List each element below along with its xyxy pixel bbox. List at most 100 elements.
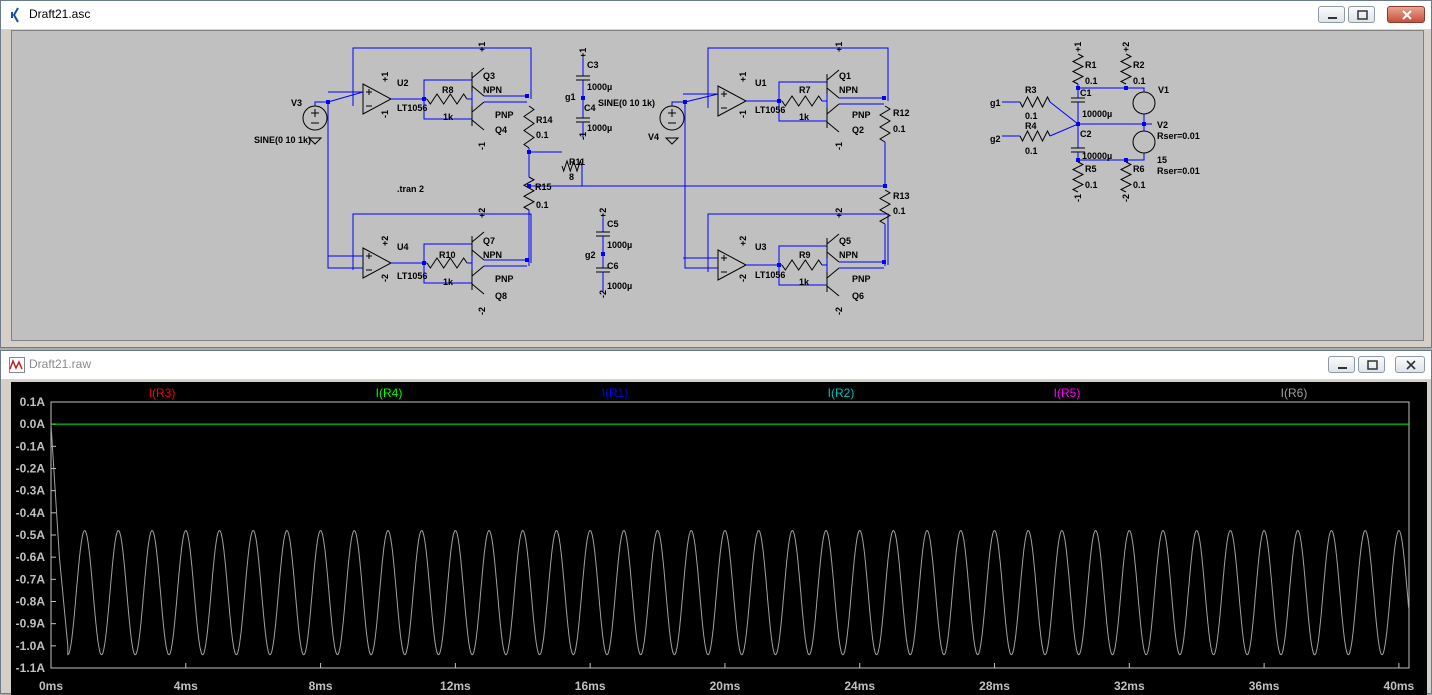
close-button[interactable]	[1387, 6, 1425, 23]
component-label: C3	[587, 60, 599, 70]
wire	[707, 213, 889, 272]
bjt-Q7-collector	[471, 231, 485, 243]
bjt-Q6-emitter	[826, 285, 840, 297]
x-tick-label: 8ms	[309, 679, 333, 693]
wire	[671, 101, 718, 269]
y-tick-label: -1.1A	[16, 661, 46, 675]
supply-pin-label: -1	[477, 142, 487, 150]
wire	[1126, 87, 1145, 92]
x-tick-label: 16ms	[575, 679, 606, 693]
plot-close-button[interactable]	[1395, 356, 1425, 373]
component-label: 0.1	[1133, 180, 1146, 190]
component-label: R7	[799, 85, 811, 95]
resistor-R5	[1071, 161, 1085, 193]
component-label: .tran 2	[397, 184, 424, 194]
supply-pin-label: +1	[380, 72, 390, 82]
resistor-R12	[879, 105, 891, 143]
component-label: g2	[990, 134, 1001, 144]
plot-titlebar[interactable]: Draft21.raw	[1, 351, 1431, 380]
component-label: SINE(0 10 1k)	[254, 135, 311, 145]
component-label: R4	[1025, 121, 1037, 131]
bjt-Q4-emitter	[471, 119, 485, 131]
component-label: V2	[1157, 120, 1168, 130]
x-tick-label: 24ms	[844, 679, 875, 693]
ltspice-schematic-icon	[11, 7, 19, 23]
schematic-titlebar[interactable]: Draft21.asc	[1, 1, 1431, 30]
supply-pin-label: +1	[477, 42, 487, 52]
component-label: R15	[535, 182, 552, 192]
component-label: LT1056	[755, 270, 785, 280]
waveform-plot[interactable]: 0.1A0.0A-0.1A-0.2A-0.3A-0.4A-0.5A-0.6A-0…	[11, 382, 1427, 695]
junction-dot	[1142, 122, 1146, 126]
component-label: g2	[585, 250, 596, 260]
supply-pin-label: +2	[834, 208, 844, 218]
y-tick-label: -0.3A	[16, 484, 46, 498]
component-label: SINE(0 10 1k)	[598, 98, 655, 108]
component-label: R1	[1085, 60, 1097, 70]
wire	[707, 47, 889, 108]
trace-label: I(R6)	[1281, 386, 1308, 400]
component-label: C6	[607, 261, 619, 271]
bjt-Q1-emitter	[826, 87, 840, 99]
supply-pin-label: -2	[380, 274, 390, 282]
resistor-R14	[523, 105, 535, 149]
supply-pin-label: +1	[834, 42, 844, 52]
bjt-Q5-collector	[826, 233, 840, 245]
plot-minimize-button[interactable]	[1328, 356, 1355, 373]
minimize-button[interactable]	[1318, 6, 1345, 23]
component-label: R3	[1025, 85, 1037, 95]
trace-label: I(R5)	[1054, 386, 1081, 400]
component-label: 1000µ	[607, 240, 632, 250]
wire	[1049, 101, 1079, 125]
resistor-R11	[561, 159, 583, 173]
component-label: 0.1	[1025, 146, 1038, 156]
wire	[1126, 153, 1145, 161]
schematic-title: Draft21.asc	[29, 7, 91, 21]
component-label: R14	[536, 115, 553, 125]
ground-symbol	[664, 137, 680, 145]
component-label: 1000µ	[587, 123, 612, 133]
junction-dot	[525, 258, 529, 262]
component-label: V4	[648, 132, 659, 142]
component-label: 0.1	[1085, 180, 1098, 190]
resistor-R13	[878, 189, 892, 225]
component-label: 8	[569, 172, 574, 182]
x-tick-label: 20ms	[710, 679, 741, 693]
supply-pin-label: +1	[738, 72, 748, 82]
component-label: R12	[893, 108, 910, 118]
x-tick-label: 4ms	[174, 679, 198, 693]
plot-frame	[50, 401, 1410, 669]
supply-pin-label: +1	[1073, 42, 1083, 52]
supply-pin-label: -1	[738, 110, 748, 118]
wire	[684, 93, 719, 103]
component-label: Q1	[839, 71, 851, 81]
component-label: R6	[1133, 164, 1145, 174]
component-label: 1000µ	[587, 82, 612, 92]
bjt-Q8-collector	[471, 265, 485, 277]
component-label: R9	[799, 250, 811, 260]
resistor-R7	[781, 95, 823, 107]
component-label: PNP	[852, 274, 871, 284]
bjt-Q3-emitter	[471, 85, 485, 97]
junction-dot	[581, 96, 585, 100]
y-tick-label: -0.6A	[16, 550, 46, 564]
component-label: 0.1	[1133, 76, 1146, 86]
maximize-button[interactable]	[1348, 6, 1375, 23]
component-label: Q5	[839, 236, 851, 246]
component-label: R10	[439, 250, 456, 260]
x-tick-label: 12ms	[440, 679, 471, 693]
plot-maximize-button[interactable]	[1358, 356, 1385, 373]
supply-pin-label: -2	[598, 290, 608, 298]
component-label: 1k	[443, 112, 454, 122]
component-label: PNP	[495, 110, 514, 120]
component-label: Rser=0.01	[1157, 166, 1200, 176]
maximize-icon	[1357, 10, 1368, 20]
junction-dot	[883, 184, 887, 188]
wire	[581, 166, 885, 187]
component-label: LT1056	[755, 105, 785, 115]
